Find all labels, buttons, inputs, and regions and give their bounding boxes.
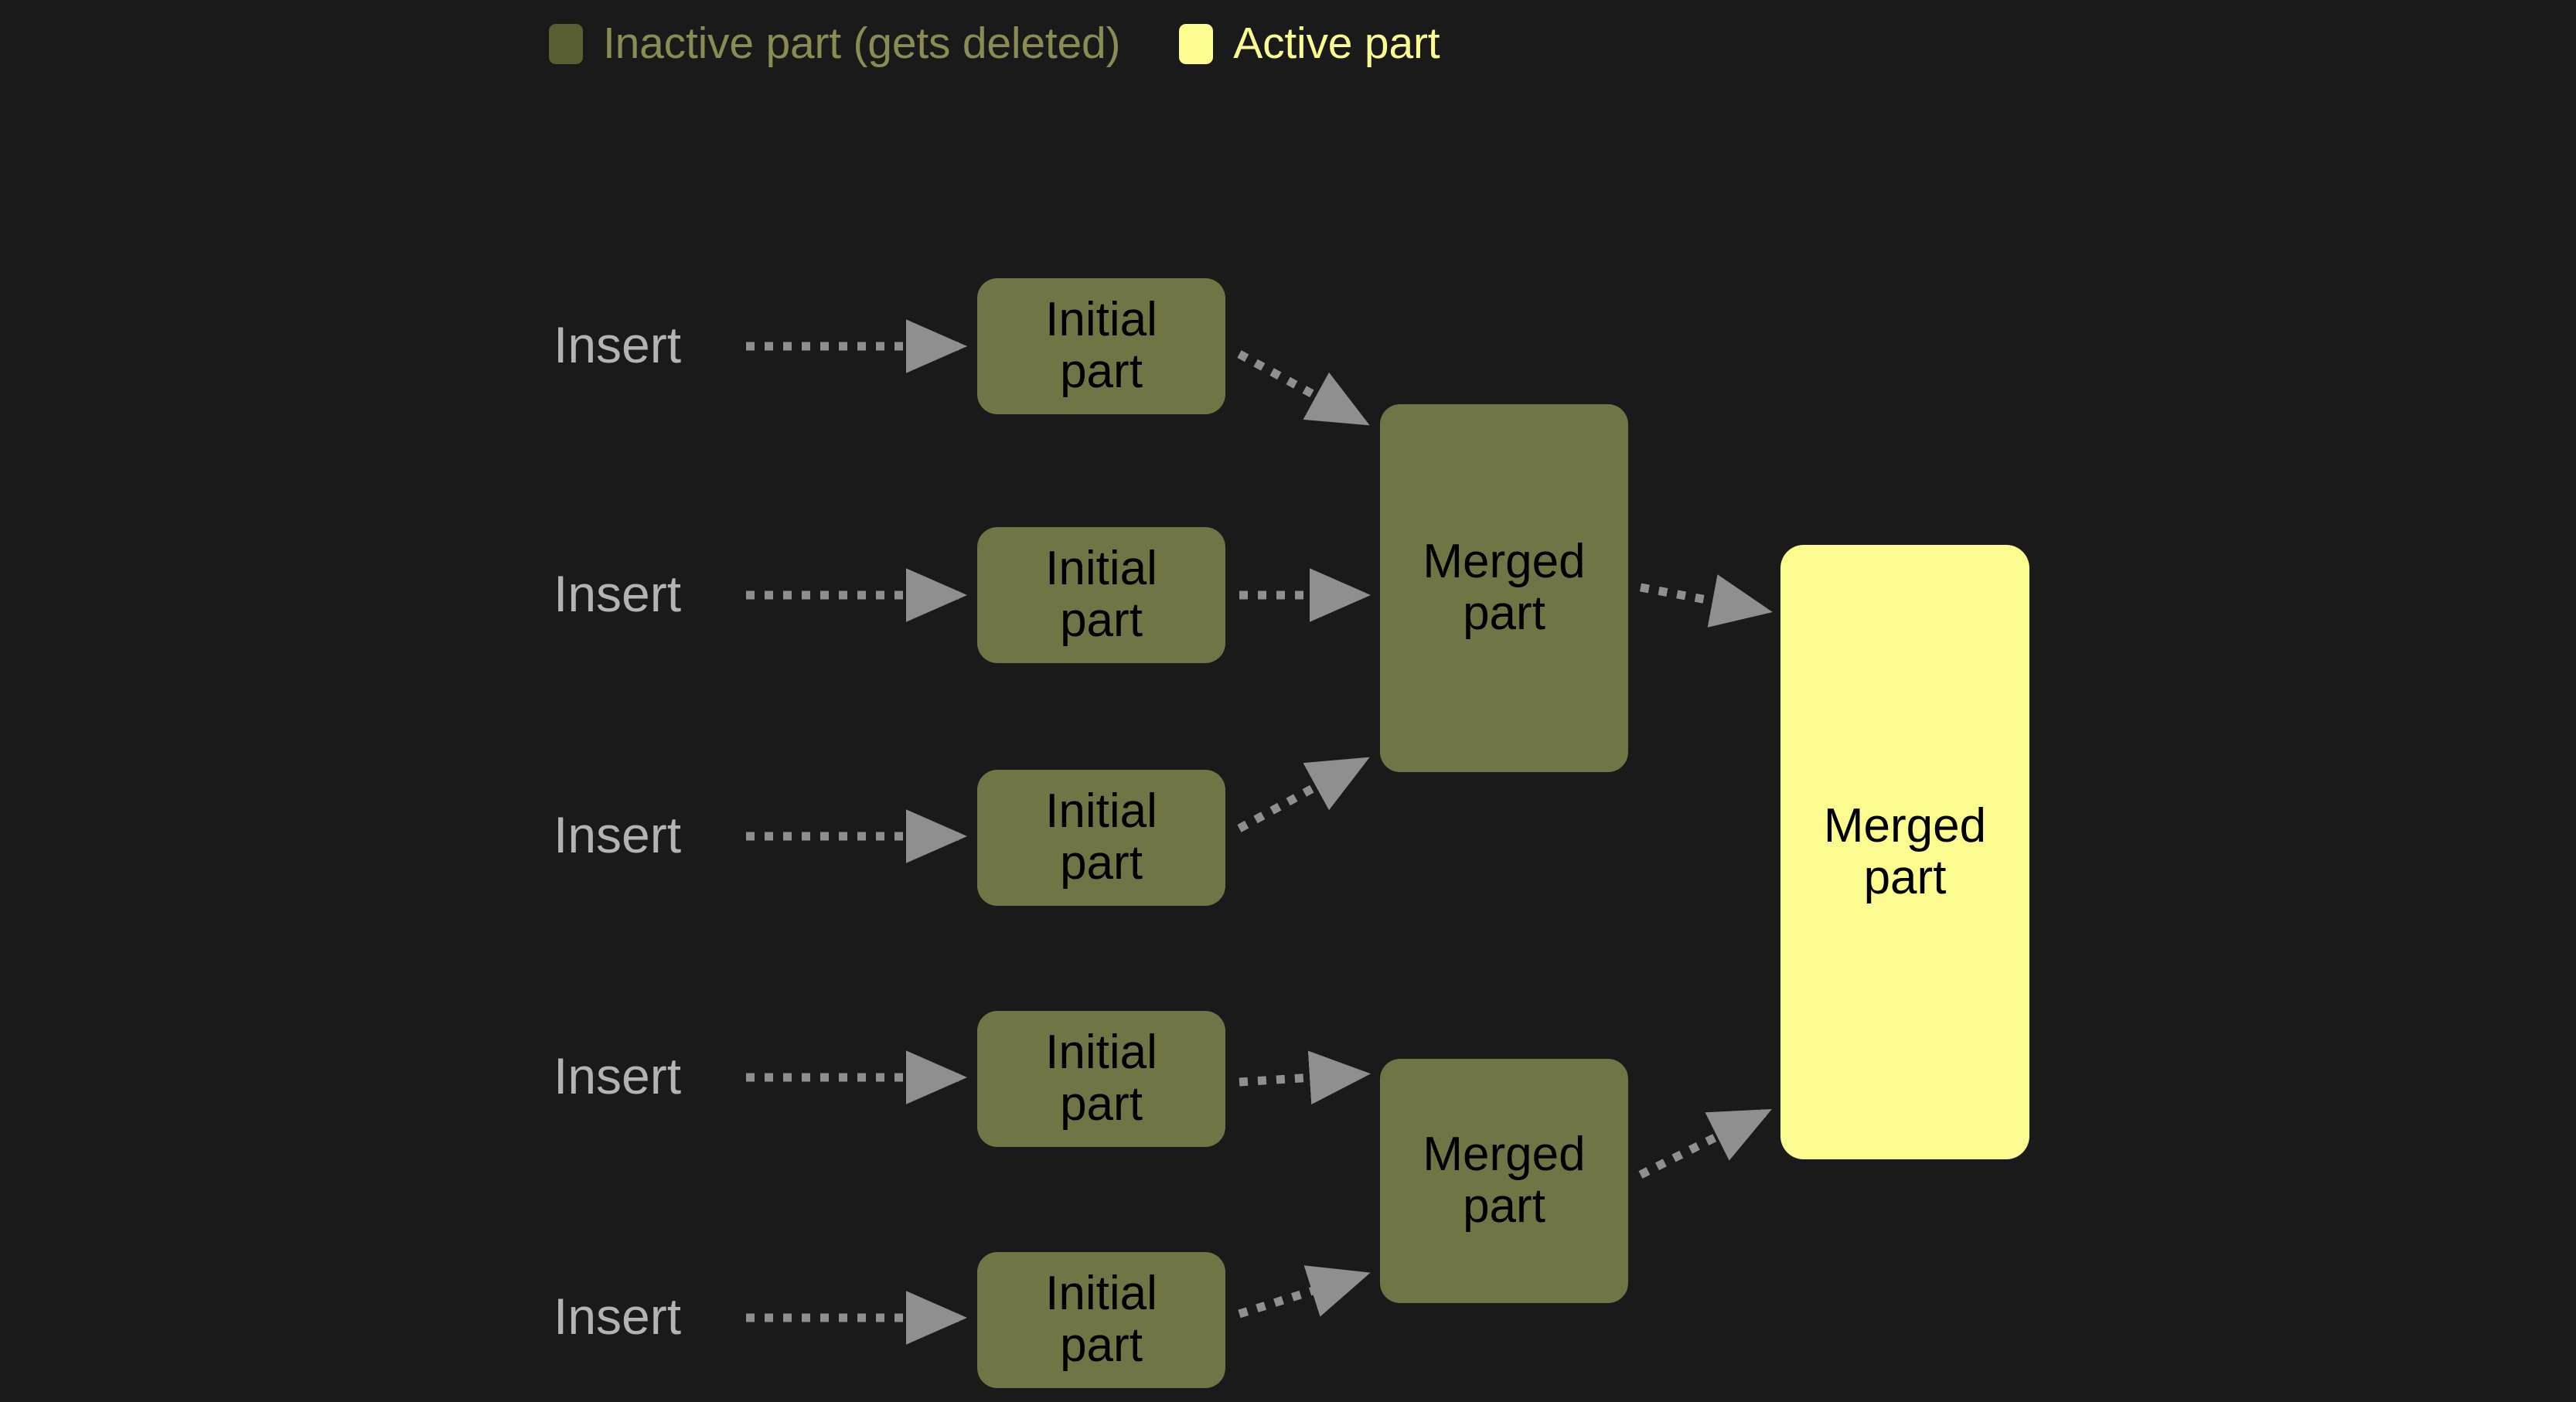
merged-part-node-active[interactable]: Merged part (1780, 545, 2029, 1159)
arrow-initial-3-to-merged-1 (1237, 757, 1370, 832)
initial-part-node-2[interactable]: Initial part (977, 527, 1225, 663)
arrow-initial-5-to-merged-2 (1238, 1265, 1371, 1319)
insert-label-4: Insert (554, 1047, 682, 1104)
initial-part-node-3[interactable]: Initial part (977, 770, 1225, 906)
inactive-part-swatch-icon (549, 23, 583, 64)
insert-label-3: Insert (554, 806, 682, 863)
legend-item-active: Active part (1179, 22, 1440, 66)
initial-part-node-4[interactable]: Initial part (977, 1011, 1225, 1147)
merged-part-node-1[interactable]: Merged part (1380, 404, 1628, 772)
initial-part-node-5[interactable]: Initial part (977, 1252, 1225, 1388)
legend: Inactive part (gets deleted) Active part (549, 22, 1440, 66)
legend-label-active: Active part (1233, 19, 1440, 68)
insert-label-1: Insert (554, 316, 682, 373)
arrow-initial-1-to-merged-1 (1237, 350, 1370, 426)
arrow-merged-1-to-final (1639, 574, 1773, 628)
active-part-swatch-icon (1179, 23, 1214, 64)
legend-item-inactive: Inactive part (gets deleted) (549, 22, 1120, 66)
insert-label-2: Insert (554, 565, 682, 622)
merged-part-node-2[interactable]: Merged part (1380, 1059, 1628, 1303)
initial-part-node-1[interactable]: Initial part (977, 278, 1225, 414)
legend-label-inactive: Inactive part (gets deleted) (603, 19, 1121, 68)
arrow-initial-4-to-merged-2 (1239, 1050, 1371, 1105)
arrow-merged-2-to-final (1638, 1109, 1772, 1179)
insert-label-5: Insert (554, 1288, 682, 1345)
